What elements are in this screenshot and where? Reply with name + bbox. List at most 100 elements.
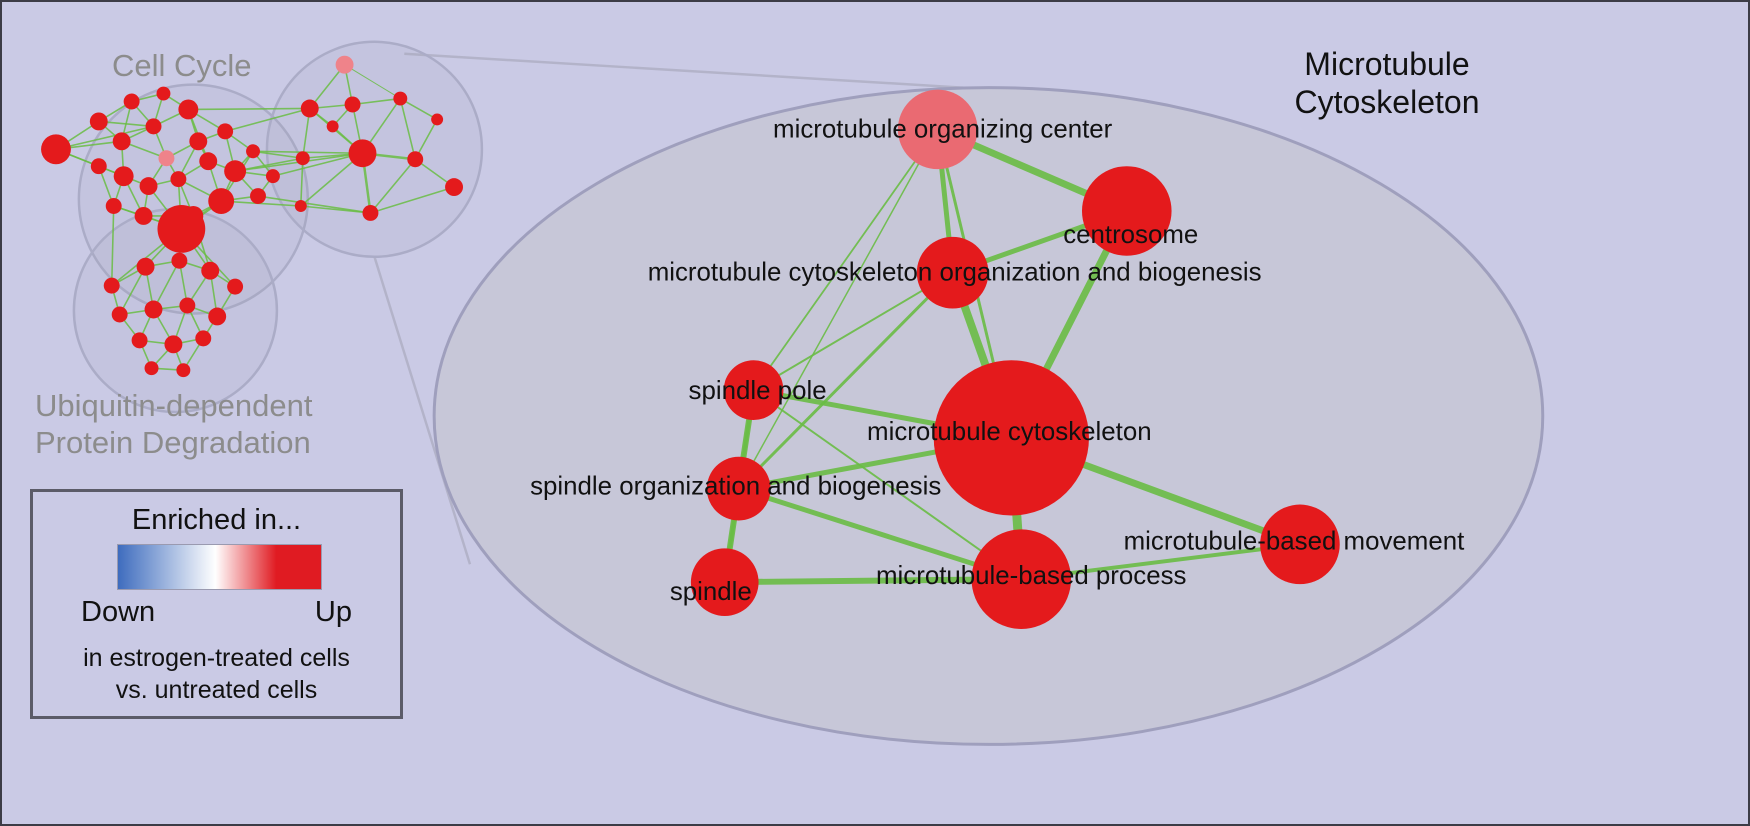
overview-node[interactable] — [344, 96, 361, 113]
overview-node[interactable] — [156, 86, 171, 101]
overview-node[interactable] — [208, 188, 235, 214]
node-label-mbm: microtubule-based movement — [1124, 527, 1465, 555]
overview-node[interactable] — [157, 205, 206, 253]
overview-node[interactable] — [393, 91, 408, 106]
overview-node[interactable] — [144, 300, 163, 319]
edge-moc-spindle_pole — [752, 128, 939, 391]
overview-node[interactable] — [246, 144, 260, 159]
overview-node[interactable] — [431, 113, 444, 126]
overview-edge — [188, 107, 310, 111]
node-mcob[interactable] — [916, 236, 989, 309]
overview-node[interactable] — [89, 112, 108, 131]
overview-node[interactable] — [250, 188, 266, 205]
overview-node[interactable] — [103, 277, 120, 294]
overview-node[interactable] — [113, 166, 134, 187]
overview-edge — [257, 195, 371, 214]
edge-mcob-spindle_pole — [753, 271, 954, 391]
overview-node[interactable] — [224, 160, 247, 183]
overview-node[interactable] — [217, 123, 234, 140]
overview-edge — [299, 158, 304, 207]
legend-caption-line1: in estrogen-treated cells — [83, 644, 350, 672]
zoom-view-title-line2: Cytoskeleton — [1294, 83, 1480, 120]
node-label-mt_cyto: microtubule cytoskeleton — [867, 418, 1152, 446]
node-mbm[interactable] — [1260, 504, 1340, 585]
node-label-spindle: spindle — [670, 578, 752, 606]
overview-node[interactable] — [144, 361, 159, 376]
overview-node[interactable] — [201, 261, 220, 280]
edge-spindle_pole-mbp — [753, 389, 1022, 581]
overview-edge — [300, 205, 371, 214]
overview-edge — [399, 98, 417, 160]
overview-node[interactable] — [41, 134, 71, 165]
node-label-centrosome: centrosome — [1063, 221, 1198, 249]
legend-caption-line2: vs. untreated cells — [115, 676, 318, 704]
overview-node[interactable] — [164, 335, 183, 354]
overview-node[interactable] — [105, 198, 122, 214]
overview-node[interactable] — [178, 99, 199, 120]
overview-node[interactable] — [335, 55, 354, 74]
overview-node[interactable] — [179, 297, 196, 314]
node-spindle[interactable] — [690, 548, 759, 617]
cluster-label-ubiquitin: Ubiquitin-dependent Protein Degradation — [35, 388, 313, 461]
overview-node[interactable] — [139, 177, 158, 196]
overview-edge — [370, 186, 455, 214]
overview-node[interactable] — [195, 330, 212, 347]
node-moc[interactable] — [897, 89, 978, 170]
overview-node[interactable] — [265, 169, 280, 184]
overview-node[interactable] — [348, 139, 377, 168]
overview-node[interactable] — [295, 151, 310, 166]
overview-node[interactable] — [134, 207, 153, 225]
overview-node[interactable] — [112, 132, 131, 151]
overview-node[interactable] — [199, 152, 218, 171]
overview-node[interactable] — [171, 252, 188, 269]
zoom-view-title-line1: Microtubule — [1304, 46, 1470, 82]
overview-node[interactable] — [294, 200, 307, 212]
overview-edge — [344, 64, 401, 99]
overview-node[interactable] — [123, 93, 140, 110]
node-label-spindle_pole: spindle pole — [689, 377, 827, 405]
overview-node[interactable] — [362, 205, 379, 221]
overview-node[interactable] — [300, 99, 319, 118]
node-label-spindle_org: spindle organization and biogenesis — [530, 473, 941, 501]
node-centrosome[interactable] — [1081, 166, 1172, 256]
overview-edge — [152, 260, 181, 310]
legend-gradient-bar — [117, 544, 322, 590]
node-mt_cyto[interactable] — [933, 360, 1089, 516]
overview-node[interactable] — [136, 257, 155, 276]
overview-node[interactable] — [176, 363, 191, 378]
zoom-connector-line — [404, 52, 995, 91]
overview-edge — [399, 97, 438, 121]
overview-node[interactable] — [111, 306, 128, 323]
overview-node[interactable] — [145, 118, 162, 135]
overview-edge — [55, 125, 154, 151]
overview-node[interactable] — [326, 120, 339, 133]
cluster-label-cell-cycle: Cell Cycle — [112, 48, 252, 83]
overview-edge — [272, 152, 363, 177]
overview-node[interactable] — [131, 332, 148, 349]
overview-edge — [352, 97, 401, 106]
node-label-mcob: microtubule cytoskeleton organization an… — [648, 259, 1262, 287]
overview-node[interactable] — [170, 171, 187, 188]
legend-up-label: Up — [314, 596, 352, 628]
overview-node[interactable] — [90, 158, 107, 175]
node-mbp[interactable] — [971, 529, 1072, 629]
overview-edge — [118, 266, 147, 315]
overview-edge — [369, 158, 416, 214]
overview-edge — [309, 64, 346, 109]
overview-node[interactable] — [407, 151, 424, 168]
cluster-label-ubiquitin-line2: Protein Degradation — [35, 424, 311, 460]
overview-node[interactable] — [208, 307, 227, 326]
node-label-mbp: microtubule-based process — [876, 562, 1186, 590]
overview-edge — [252, 150, 303, 160]
edge-mcob-spindle_org — [737, 271, 954, 490]
overview-node[interactable] — [445, 178, 464, 197]
node-label-moc: microtubule organizing center — [773, 115, 1113, 143]
overview-node[interactable] — [189, 132, 208, 151]
overview-edge — [224, 107, 310, 133]
overview-node[interactable] — [158, 150, 175, 167]
overview-node[interactable] — [227, 278, 244, 295]
node-spindle_pole[interactable] — [723, 360, 784, 420]
node-spindle_org[interactable] — [706, 456, 771, 521]
